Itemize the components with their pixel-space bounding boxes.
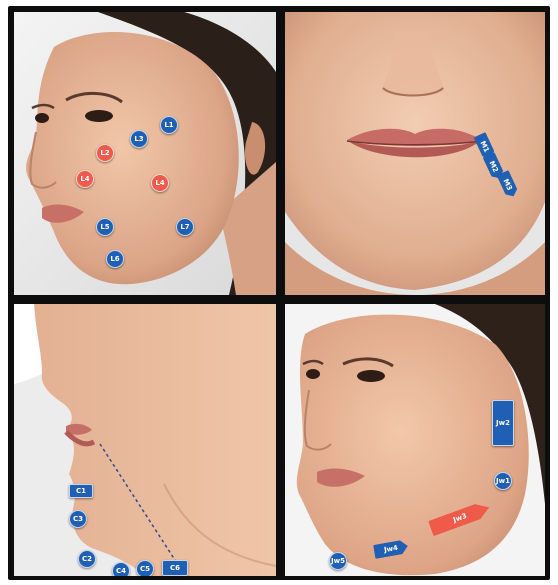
marker-jw2: Jw2 <box>492 400 514 446</box>
marker-c2: C2 <box>78 550 96 568</box>
marker-l2: L2 <box>96 144 114 162</box>
marker-l3: L3 <box>130 130 148 148</box>
marker-l6: L6 <box>106 250 124 268</box>
face-illustration-mouth <box>285 12 545 295</box>
marker-c6: C6 <box>162 560 188 576</box>
marker-c4: C4 <box>112 562 130 576</box>
marker-jw1: Jw1 <box>494 472 512 490</box>
face-illustration-profile <box>14 304 276 576</box>
panel-jawline: Jw2 Jw1 Jw3 Jw4 Jw5 <box>285 304 545 576</box>
marker-l4-left: L4 <box>76 170 94 188</box>
marker-l7: L7 <box>176 218 194 236</box>
marker-l5: L5 <box>96 218 114 236</box>
face-illustration-left <box>14 12 276 295</box>
marker-l1: L1 <box>160 116 178 134</box>
marker-c5: C5 <box>136 560 154 576</box>
marker-c3: C3 <box>69 510 87 528</box>
marker-c1: C1 <box>69 484 93 498</box>
panel-mouth-corner: M1 M2 M3 <box>285 12 545 295</box>
panel-lateral-face: L1 L3 L2 L4 L4 L5 L7 L6 <box>14 12 276 295</box>
marker-l4-right: L4 <box>151 174 169 192</box>
panel-chin-profile: C1 C3 C2 C4 C5 C6 <box>14 304 276 576</box>
marker-jw5: Jw5 <box>329 552 347 570</box>
